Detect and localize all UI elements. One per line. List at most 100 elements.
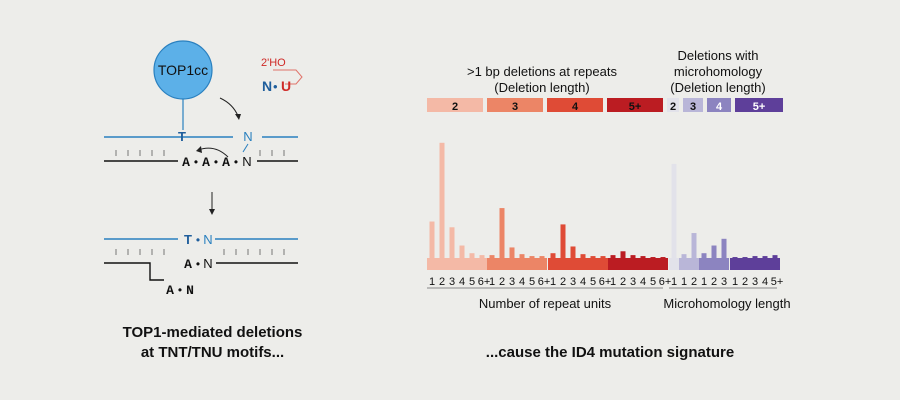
legend-micro-swatch — [707, 98, 731, 112]
x-tick-label: 1 — [681, 276, 687, 288]
xlabel-repeats: Number of repeat units — [479, 296, 612, 311]
group-band — [427, 258, 487, 270]
x-tick-label: 4 — [640, 276, 646, 288]
lower-mid-dot: • — [196, 257, 200, 271]
group-band — [608, 258, 668, 270]
lower-top-n: N — [203, 232, 212, 247]
x-tick-label: 2 — [560, 276, 566, 288]
legend-micro-label: 5+ — [753, 101, 766, 113]
left-caption-line2: at TNT/TNU motifs... — [140, 344, 285, 361]
bar — [449, 227, 455, 258]
lower-top-dot: • — [196, 233, 200, 247]
bar — [640, 256, 646, 258]
x-tick-label: 3 — [752, 276, 758, 288]
legend-repeats-swatch — [547, 98, 603, 112]
lower-top-t: T — [184, 232, 192, 247]
loop-n: N — [186, 283, 194, 298]
legend-micro-swatch — [667, 98, 679, 112]
group-band — [487, 258, 547, 270]
bar — [681, 254, 687, 258]
bar — [660, 257, 666, 258]
nu-u: U — [281, 78, 291, 94]
right-caption-line1: ...cause the ID4 mutation signature — [485, 344, 735, 361]
bottom-a2: A — [202, 155, 210, 170]
bar — [772, 255, 778, 258]
group-band — [669, 258, 679, 270]
bar — [742, 257, 748, 258]
legend-micro-swatch — [683, 98, 703, 112]
x-tick-label: 1 — [429, 276, 435, 288]
x-tick-label: 5 — [529, 276, 535, 288]
x-tick-label: 3 — [721, 276, 727, 288]
micro-header-line1: Deletions with — [678, 48, 759, 63]
bar — [489, 255, 495, 258]
x-tick-label: 5 — [469, 276, 475, 288]
bar — [469, 253, 475, 258]
legend-repeats-swatch — [607, 98, 663, 112]
bar — [732, 257, 738, 258]
legend-repeats-label: 4 — [572, 101, 579, 113]
group-bands — [427, 258, 780, 270]
bar — [762, 256, 768, 258]
legend-micro-swatch — [735, 98, 783, 112]
x-tick-label: 6+ — [599, 276, 612, 288]
bar — [550, 253, 556, 258]
bar — [509, 247, 515, 258]
group-band — [730, 258, 780, 270]
nu-n: N — [262, 78, 272, 94]
bar — [580, 254, 586, 258]
transfer-arrowhead-icon — [235, 114, 241, 120]
lower-rungs — [115, 249, 285, 255]
x-tick-label: 4 — [519, 276, 525, 288]
x-tick-label: 1 — [671, 276, 677, 288]
mechanism-diagram: TOP1cc 2'HO N • U T N A • A • A • N — [104, 40, 303, 298]
legend-repeats-swatch — [427, 98, 483, 112]
x-tick-label: 2 — [691, 276, 697, 288]
loop-dot: • — [178, 283, 182, 297]
x-tick-label: 4 — [762, 276, 768, 288]
bar — [701, 253, 707, 258]
x-tick-label: 5 — [590, 276, 596, 288]
group-band — [699, 258, 729, 270]
x-tick-label: 6+ — [478, 276, 491, 288]
x-tick-label: 6+ — [538, 276, 551, 288]
bar — [439, 142, 445, 258]
legend-micro-label: 2 — [670, 101, 676, 113]
bar — [711, 245, 717, 258]
legend-micro-label: 3 — [690, 101, 696, 113]
xlabel-micro: Microhomology length — [663, 296, 790, 311]
bottom-n: N — [242, 154, 251, 169]
group-band — [679, 258, 699, 270]
x-tick-label: 4 — [459, 276, 465, 288]
x-tick-label: 1 — [701, 276, 707, 288]
bar — [671, 163, 677, 258]
x-tick-label: 1 — [550, 276, 556, 288]
x-tick-label: 5 — [650, 276, 656, 288]
group-band — [548, 258, 608, 270]
bar — [650, 257, 656, 258]
legend-repeats-swatch — [487, 98, 543, 112]
x-tick-label: 2 — [711, 276, 717, 288]
x-tick-label: 2 — [439, 276, 445, 288]
n-pair-line — [242, 143, 249, 153]
micro-header-line3: (Deletion length) — [670, 80, 765, 95]
lower-mid-a: A — [184, 257, 192, 272]
right-caption: ...cause the ID4 mutation signature — [420, 343, 800, 363]
step-arrow-icon — [209, 209, 215, 215]
top-strand-n: N — [243, 129, 252, 144]
x-tick-label: 1 — [732, 276, 738, 288]
bottom-dot3: • — [234, 155, 238, 169]
bar — [529, 256, 535, 258]
bar — [590, 256, 596, 258]
nu-dot: • — [273, 79, 278, 94]
loop-a: A — [166, 283, 174, 298]
left-caption-line1: TOP1-mediated deletions — [122, 324, 303, 341]
bottom-a1: A — [182, 155, 190, 170]
bar-marks — [429, 142, 778, 258]
x-tick-label: 3 — [509, 276, 515, 288]
x-tick-label: 2 — [499, 276, 505, 288]
bar — [570, 246, 576, 258]
hydroxyl-arrow-icon — [273, 69, 303, 85]
